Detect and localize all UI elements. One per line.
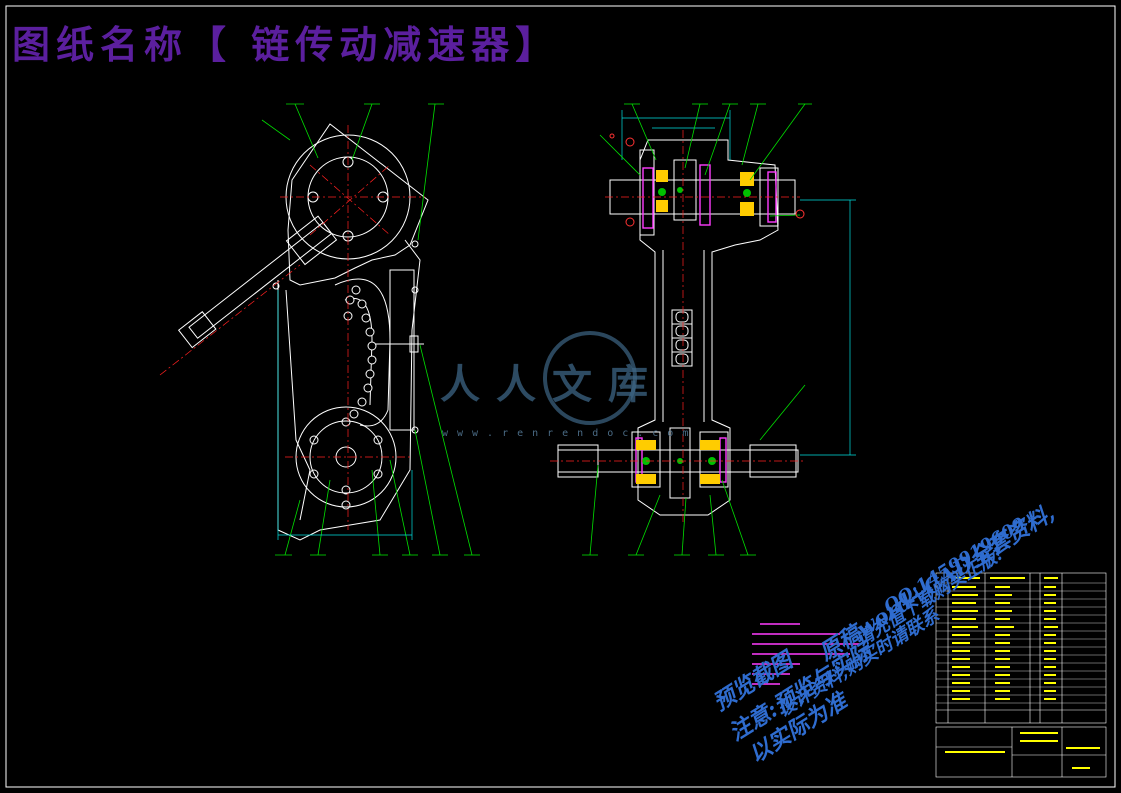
parts-list-rows (936, 582, 1106, 704)
right-centerlines (550, 130, 805, 525)
tension-nut (409, 335, 419, 353)
parts-list (935, 572, 1107, 724)
title-block (935, 726, 1107, 778)
left-view (177, 123, 429, 541)
upper-flange-left (639, 149, 655, 236)
parts-list-marks (952, 577, 1058, 700)
left-centerlines (159, 125, 425, 530)
watermark-circle (543, 331, 637, 425)
left-leaders (261, 103, 473, 556)
upper-housing (287, 123, 429, 286)
lower-bearing-left (631, 431, 661, 488)
vertical-housing-inner (662, 250, 705, 422)
tension-plate (389, 269, 415, 431)
vertical-housing (637, 139, 779, 516)
drawing-title: 图纸名称【 链传动减速器】 (12, 22, 560, 67)
watermark-logo: 人人文库 (440, 361, 664, 408)
left-dimensions (277, 290, 413, 540)
watermark-site: www.renrendoc.com (442, 428, 698, 439)
right-leaders (589, 103, 806, 556)
chain-rollers (675, 311, 689, 365)
right-dimensions (621, 110, 856, 456)
bearing-balls (642, 187, 751, 465)
lower-housing-inner (285, 289, 311, 521)
chain-links (343, 285, 377, 419)
bearing-fills (636, 170, 754, 484)
frame-border (5, 5, 1116, 788)
left-leader-balloons (275, 103, 480, 556)
tech-requirements-marks (752, 623, 860, 685)
right-bolt-holes (609, 133, 805, 227)
drive-handle (177, 215, 338, 349)
upper-sprocket (673, 159, 697, 221)
lower-bearing-right (699, 431, 729, 488)
lower-sprocket (669, 427, 691, 499)
title-block-marks (945, 732, 1100, 769)
right-leader-balloons (582, 103, 812, 556)
